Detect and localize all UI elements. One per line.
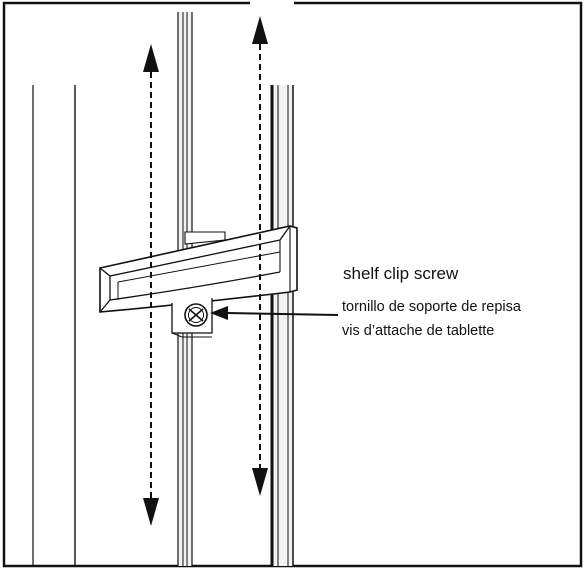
callout-label-french: vis d’attache de tablette bbox=[342, 323, 495, 339]
screw-icon bbox=[184, 303, 208, 327]
right-rail bbox=[270, 85, 294, 566]
callout-label-spanish: tornillo de soporte de repisa bbox=[342, 299, 521, 315]
double-arrow-icon bbox=[252, 16, 268, 496]
double-arrow-icon bbox=[143, 44, 159, 526]
frame-top-notch bbox=[250, 0, 294, 5]
pointer-arrow-icon bbox=[210, 306, 339, 320]
callout-label-english: shelf clip screw bbox=[343, 264, 459, 283]
